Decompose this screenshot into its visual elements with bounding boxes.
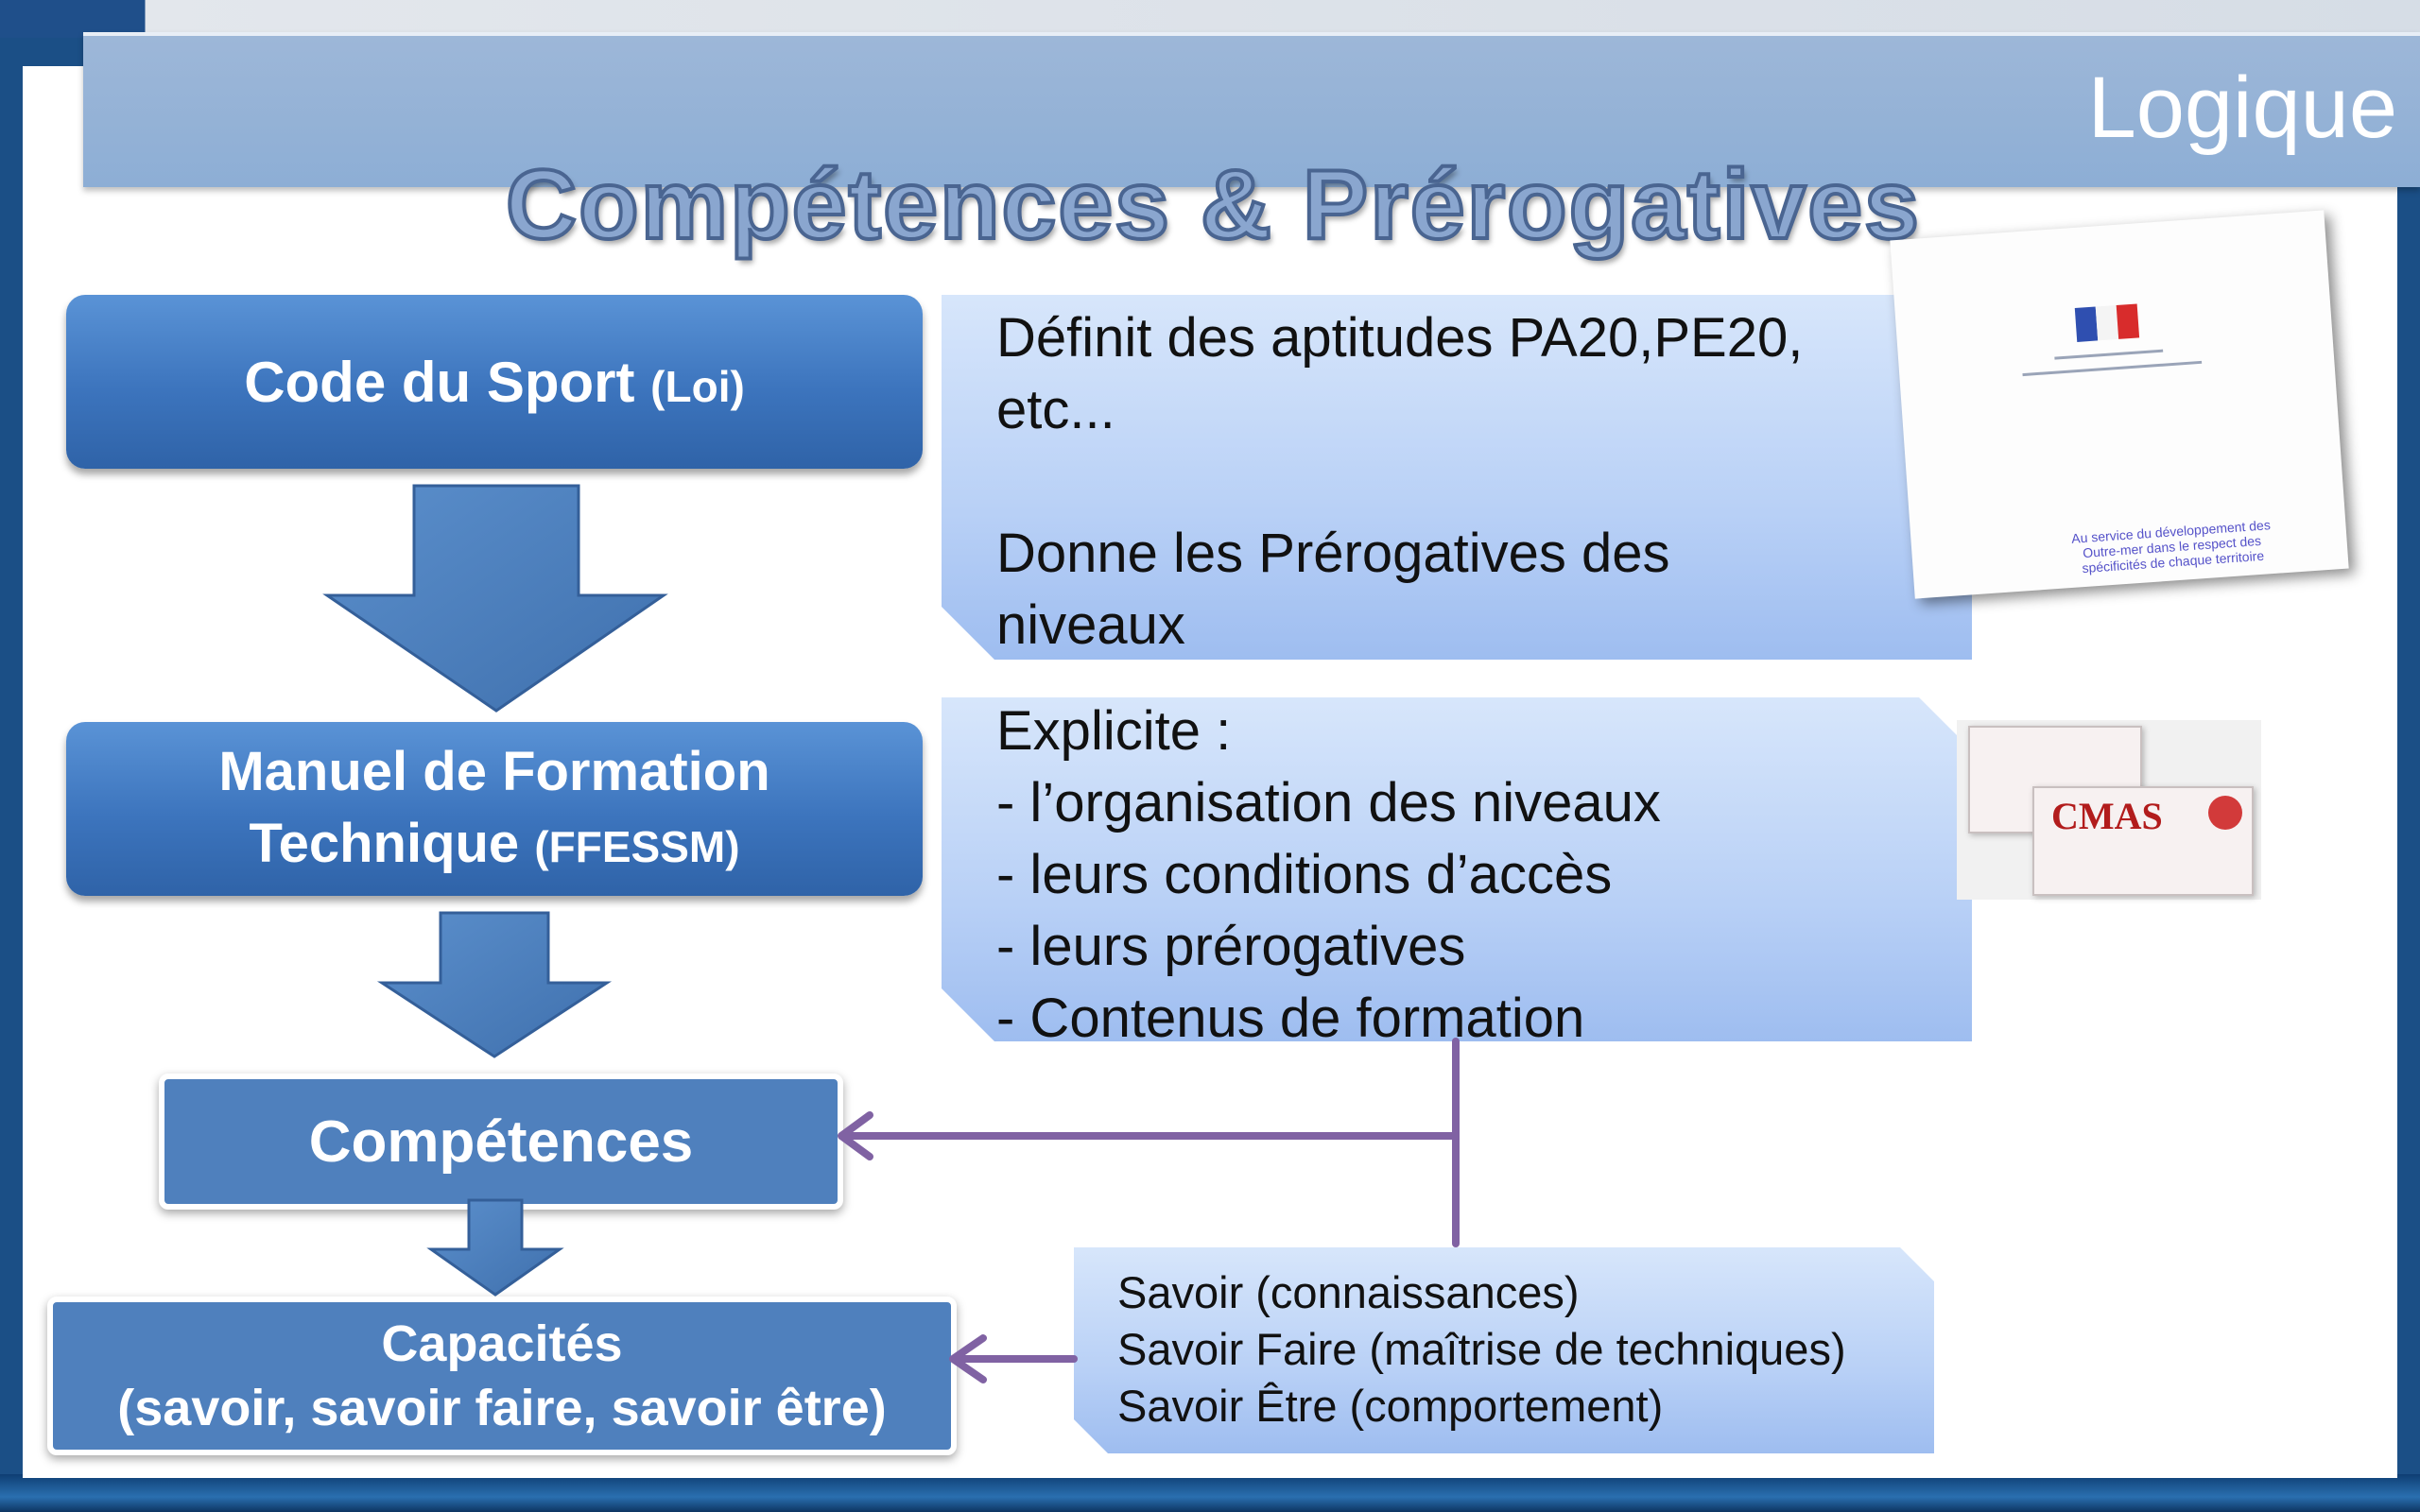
header-title: Logique xyxy=(2087,60,2397,156)
manuel-line1: Manuel de Formation xyxy=(218,740,770,802)
competences-box: Compétences xyxy=(159,1074,843,1210)
cmas-emblem-icon xyxy=(2208,796,2242,830)
code-du-sport-main: Code du Sport xyxy=(244,350,635,414)
code-du-sport-box: Code du Sport (Loi) xyxy=(66,295,923,469)
capacites-box: Capacités (savoir, savoir faire, savoir … xyxy=(47,1297,957,1455)
explicite-line-5: - Contenus de formation xyxy=(996,988,1585,1049)
definit-line-1: Définit des aptitudes PA20,PE20, xyxy=(996,307,1804,369)
capacites-line2: (savoir, savoir faire, savoir être) xyxy=(117,1380,887,1436)
explicite-callout-text: Explicite : - l’organisation des niveaux… xyxy=(996,697,1934,1049)
manuel-line2: Technique (FFESSM) xyxy=(249,808,739,883)
down-arrow-code-to-manuel xyxy=(322,484,668,713)
certification-card xyxy=(2032,786,2254,896)
capacites-line1: Capacités xyxy=(381,1315,623,1372)
definit-line-4: Donne les Prérogatives des xyxy=(996,523,1670,584)
explicite-line-1: Explicite : xyxy=(996,700,1232,762)
savoir-line-2: Savoir Faire (maîtrise de techniques) xyxy=(1117,1324,1846,1374)
explicite-line-4: - leurs prérogatives xyxy=(996,916,1466,977)
savoir-line-1: Savoir (connaissances) xyxy=(1117,1267,1580,1317)
competences-label: Compétences xyxy=(308,1108,694,1175)
definit-line-2: etc... xyxy=(996,379,1115,440)
explicite-line-2: - l’organisation des niveaux xyxy=(996,772,1661,833)
definit-callout-text: Définit des aptitudes PA20,PE20, etc... … xyxy=(996,302,1934,660)
savoir-line-3: Savoir Être (comportement) xyxy=(1117,1381,1664,1431)
slide-title: Compétences & Prérogatives xyxy=(504,148,1921,262)
explicite-line-3: - leurs conditions d’accès xyxy=(996,844,1613,905)
cmas-cards-image: CMAS xyxy=(1957,720,2261,900)
header-band: Logique xyxy=(83,32,2420,187)
manuel-formation-box: Manuel de Formation Technique (FFESSM) xyxy=(66,722,923,896)
definit-line-5: niveaux xyxy=(996,594,1185,656)
code-du-sport-note: (Loi) xyxy=(650,361,745,411)
savoir-callout: Savoir (connaissances) Savoir Faire (maî… xyxy=(1074,1247,1934,1453)
explicite-callout: Explicite : - l’organisation des niveaux… xyxy=(942,697,1972,1041)
background-top xyxy=(0,0,2420,38)
definit-callout: Définit des aptitudes PA20,PE20, etc... … xyxy=(942,295,1972,660)
manuel-line2-note: (FFESSM) xyxy=(534,821,740,871)
down-arrow-competences-to-capacites xyxy=(426,1198,564,1297)
savoir-callout-text: Savoir (connaissances) Savoir Faire (maî… xyxy=(1117,1264,1896,1435)
cmas-logo-text: CMAS xyxy=(2051,795,2163,837)
manuel-line2-main: Technique xyxy=(249,812,520,874)
background-bottom xyxy=(0,1474,2420,1512)
purple-connector xyxy=(838,1038,1460,1383)
code-du-sport-label: Code du Sport (Loi) xyxy=(244,350,745,415)
down-arrow-manuel-to-competences xyxy=(376,911,613,1058)
